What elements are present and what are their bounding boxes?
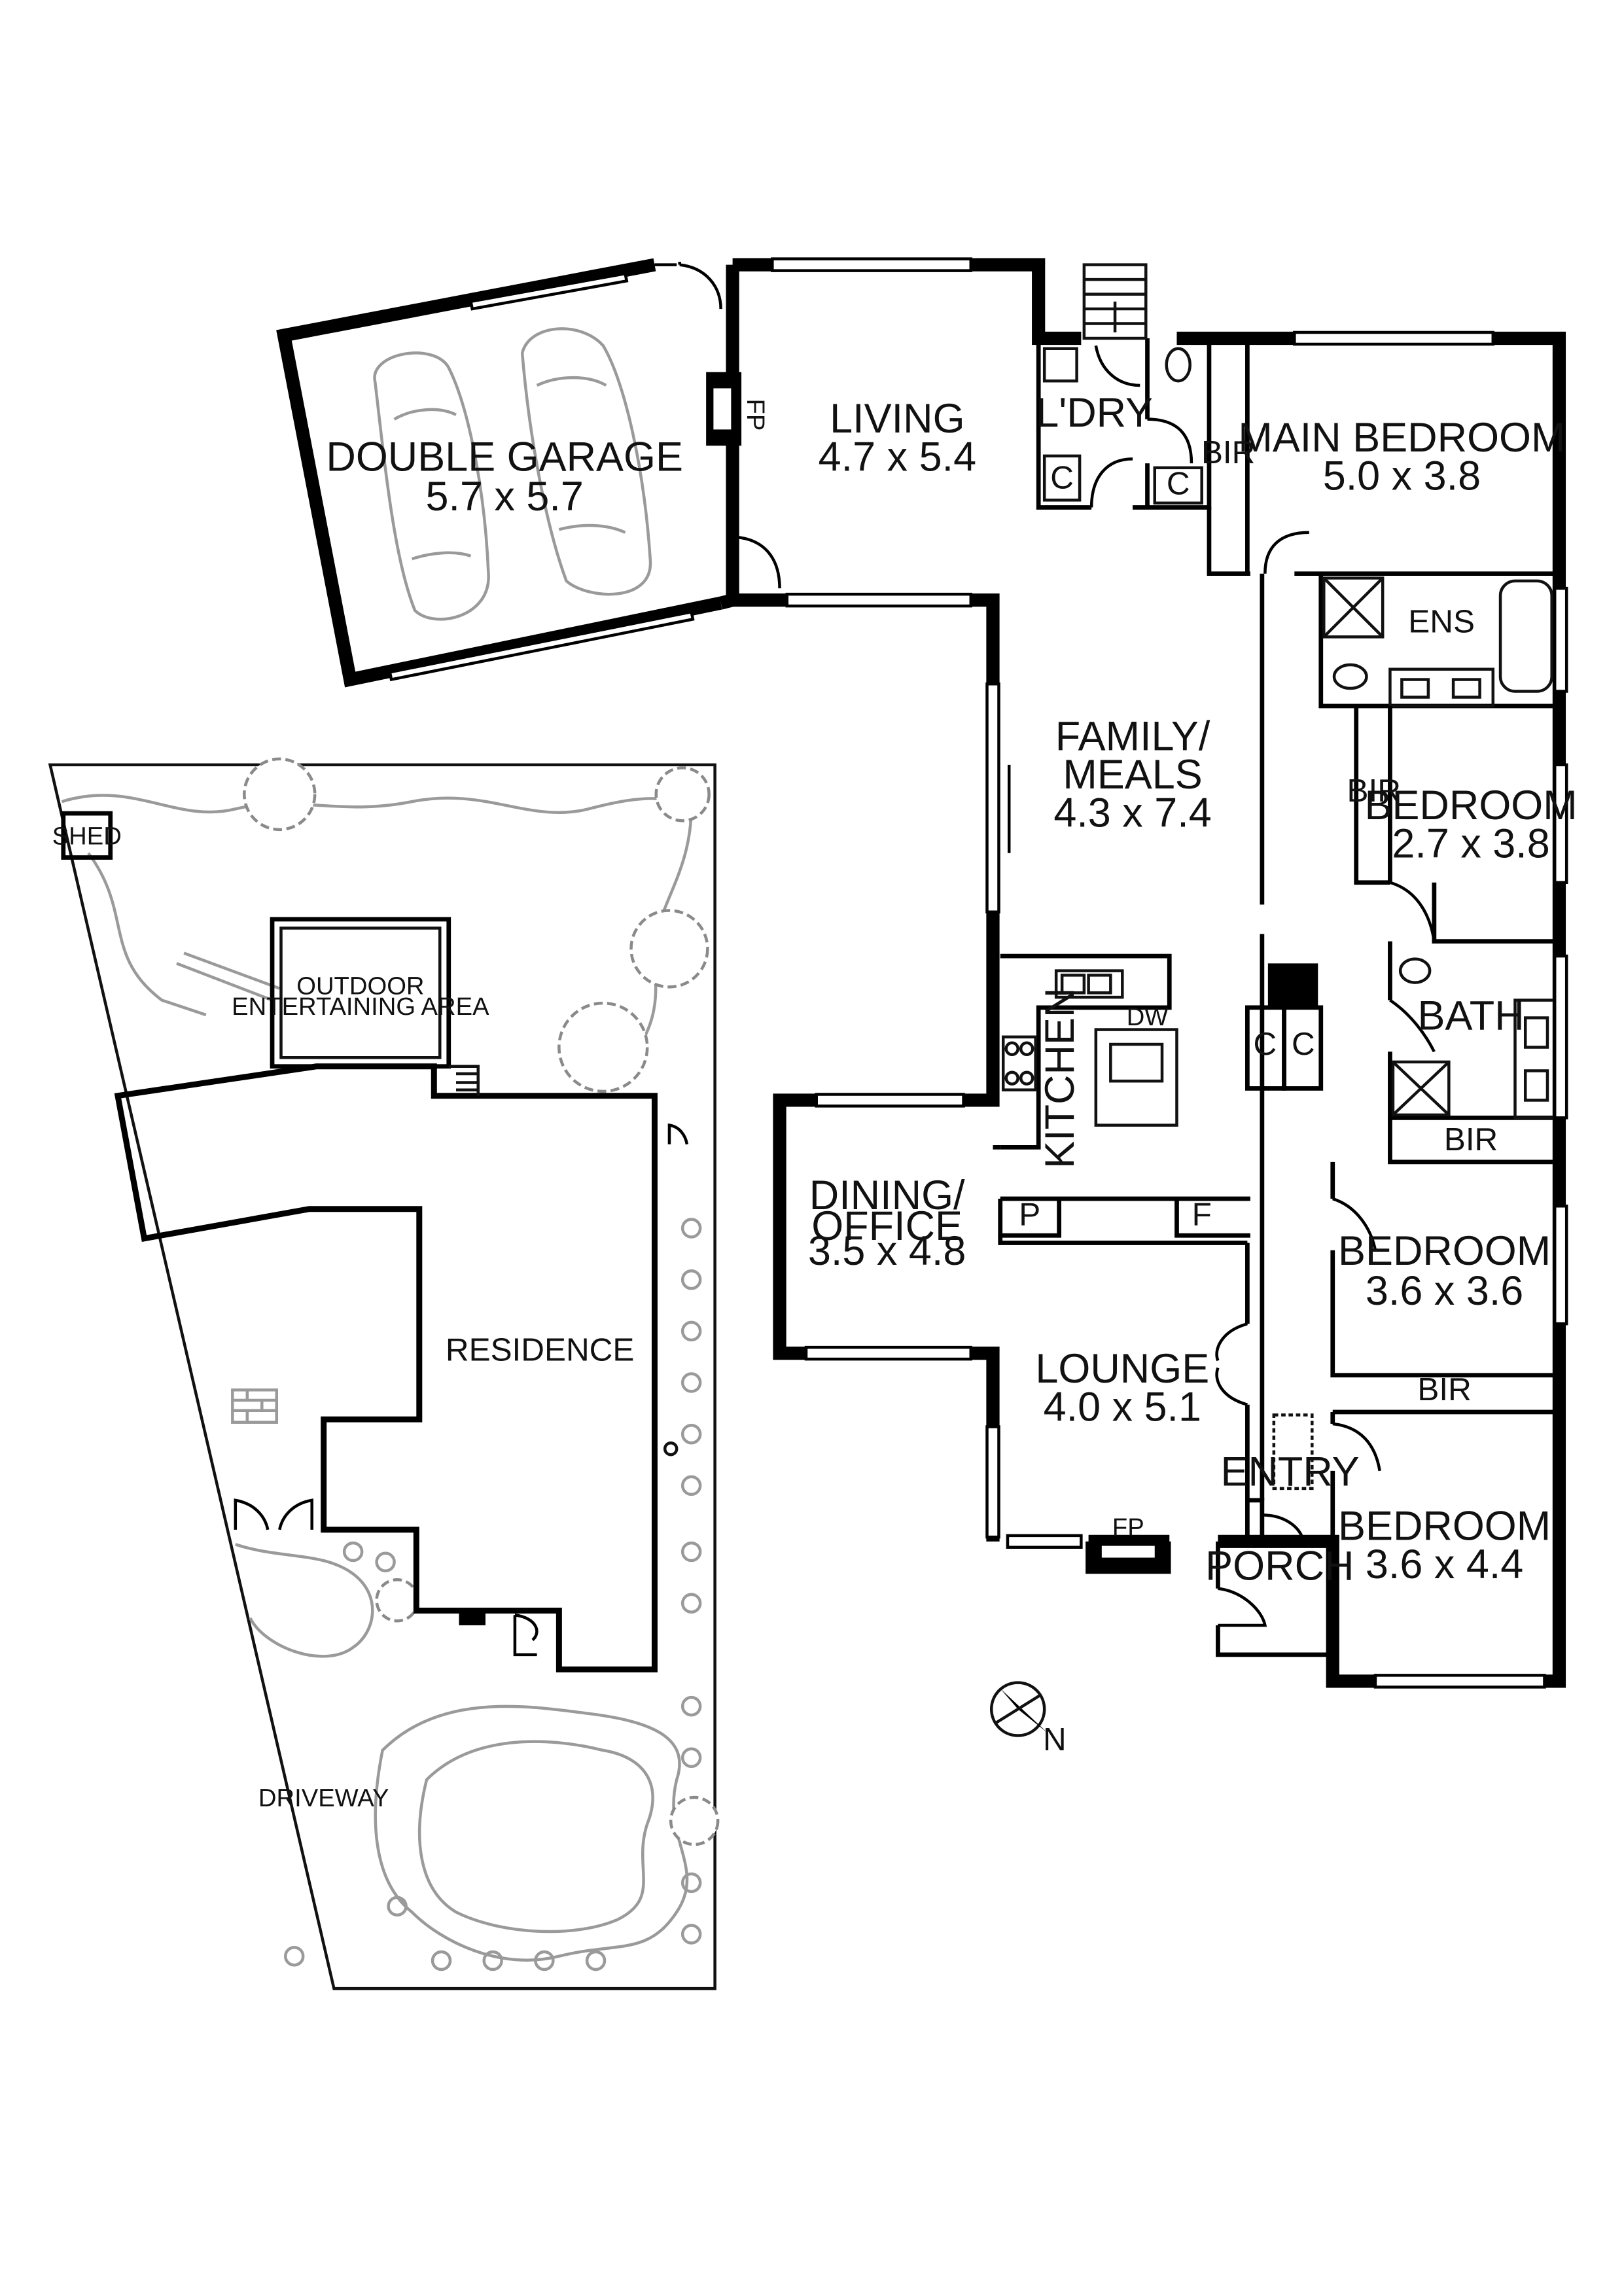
entry-mat bbox=[1272, 1413, 1314, 1491]
house-plan: DOUBLE GARAGE 5.7 x 5.7 FP LIVING 4.7 x … bbox=[276, 257, 1578, 1689]
vanity bbox=[1388, 667, 1495, 708]
site-boundary bbox=[48, 763, 716, 1990]
laundry-tub bbox=[1042, 347, 1078, 383]
tree bbox=[375, 1578, 419, 1623]
laundry-cupboard bbox=[1042, 454, 1082, 502]
family-name2: MEALS bbox=[1063, 752, 1202, 798]
double-garage: DOUBLE GARAGE 5.7 x 5.7 bbox=[276, 258, 722, 688]
residence-label: RESIDENCE bbox=[446, 1332, 634, 1368]
tree bbox=[654, 766, 711, 822]
ensuite-name: ENS bbox=[1408, 604, 1475, 640]
shed-label: SHED bbox=[52, 822, 122, 850]
svg-text:C: C bbox=[1254, 1026, 1277, 1062]
dining-name2: OFFICE bbox=[811, 1203, 962, 1249]
svg-text:C: C bbox=[1167, 465, 1190, 501]
fp-label-living: FP bbox=[741, 398, 769, 431]
tree bbox=[669, 1795, 720, 1846]
family-name1: FAMILY/ bbox=[1055, 713, 1210, 759]
hall-cupboard bbox=[1282, 1005, 1324, 1091]
toilet bbox=[1398, 957, 1432, 984]
shed bbox=[61, 811, 113, 860]
bath-name: BATH bbox=[1417, 993, 1524, 1039]
shrub-row bbox=[283, 1218, 702, 1971]
site-plan: SHED OUTDOOR ENTERTAINING AREA RESIDENCE… bbox=[48, 757, 720, 1990]
brick-feature bbox=[231, 1388, 279, 1424]
garden-lawn-inner bbox=[417, 1740, 654, 1934]
living-name: LIVING bbox=[830, 396, 964, 442]
fp-label-lounge: FP bbox=[1112, 1513, 1144, 1542]
bedroom2-name: BEDROOM bbox=[1364, 783, 1577, 828]
living-size: 4.7 x 5.4 bbox=[819, 434, 976, 480]
kitchen-name: KITCHEN bbox=[1037, 988, 1083, 1169]
car bbox=[520, 327, 652, 596]
porch-name: PORCH bbox=[1205, 1543, 1354, 1589]
bedroom3-name: BEDROOM bbox=[1338, 1228, 1551, 1274]
porch-outline bbox=[1216, 1541, 1333, 1657]
family-size: 4.3 x 7.4 bbox=[1053, 790, 1211, 836]
toilet bbox=[1165, 347, 1192, 383]
svg-text:DW: DW bbox=[1127, 1003, 1169, 1031]
bathtub bbox=[1498, 579, 1553, 693]
svg-text:P: P bbox=[1019, 1197, 1040, 1233]
wc-cupboard bbox=[1153, 466, 1203, 505]
main-bedroom-size: 5.0 x 3.8 bbox=[1323, 453, 1481, 499]
island bbox=[1094, 1028, 1178, 1127]
gate bbox=[234, 1498, 313, 1530]
residence-door bbox=[513, 1613, 538, 1657]
tree bbox=[243, 757, 317, 832]
outdoor-label-line1: OUTDOOR bbox=[296, 972, 424, 1000]
toilet bbox=[1332, 663, 1368, 690]
residence-fireplace bbox=[459, 1613, 485, 1625]
bath-shower bbox=[1391, 1060, 1451, 1117]
lounge-size: 4.0 x 5.1 bbox=[1044, 1384, 1201, 1430]
garden-path bbox=[176, 951, 281, 1002]
tree bbox=[629, 909, 709, 989]
compass: N bbox=[989, 1681, 1067, 1757]
bedroom2-size: 2.7 x 3.8 bbox=[1392, 821, 1549, 867]
svg-text:BIR: BIR bbox=[1201, 434, 1255, 470]
car bbox=[373, 351, 490, 621]
svg-text:BIR: BIR bbox=[1347, 773, 1400, 809]
bedroom4-size: 3.6 x 4.4 bbox=[1366, 1542, 1523, 1587]
garage-name: DOUBLE GARAGE bbox=[326, 434, 683, 480]
compass-label: N bbox=[1043, 1722, 1067, 1757]
compass-arrow bbox=[1000, 1688, 1048, 1733]
lounge-name: LOUNGE bbox=[1035, 1346, 1209, 1392]
main-bedroom-name: MAIN BEDROOM bbox=[1238, 415, 1565, 461]
shower bbox=[1322, 576, 1385, 639]
dining-name1: DINING/ bbox=[809, 1173, 965, 1218]
residence-outline bbox=[114, 1063, 658, 1672]
bedroom4-name: BEDROOM bbox=[1338, 1504, 1551, 1549]
garage-size: 5.7 x 5.7 bbox=[425, 474, 583, 520]
svg-text:C: C bbox=[1292, 1026, 1315, 1062]
svg-text:BIR: BIR bbox=[1417, 1371, 1471, 1407]
laundry-name: L'DRY bbox=[1036, 390, 1153, 436]
bedroom3-size: 3.6 x 3.6 bbox=[1366, 1268, 1523, 1314]
svg-text:C: C bbox=[1050, 459, 1074, 495]
driveway-label: DRIVEWAY bbox=[258, 1784, 389, 1812]
outdoor-label-line2: ENTERTAINING AREA bbox=[232, 993, 489, 1021]
garden-bed-west bbox=[235, 1543, 374, 1658]
sink bbox=[1054, 969, 1124, 999]
living-door bbox=[732, 535, 781, 589]
compass-ring bbox=[989, 1681, 1046, 1737]
dining-size: 3.5 x 4.8 bbox=[808, 1228, 966, 1274]
tree bbox=[557, 1001, 649, 1093]
flue bbox=[1267, 963, 1318, 1008]
cooktop bbox=[1001, 1035, 1037, 1091]
entry-name: ENTRY bbox=[1220, 1449, 1359, 1494]
residence-steps bbox=[448, 1065, 480, 1096]
meter bbox=[663, 1441, 679, 1457]
gate bbox=[667, 1123, 689, 1145]
steps bbox=[1082, 263, 1148, 340]
garden-lawn bbox=[374, 1704, 689, 1962]
svg-text:F: F bbox=[1192, 1197, 1212, 1233]
svg-text:BIR: BIR bbox=[1444, 1122, 1498, 1157]
